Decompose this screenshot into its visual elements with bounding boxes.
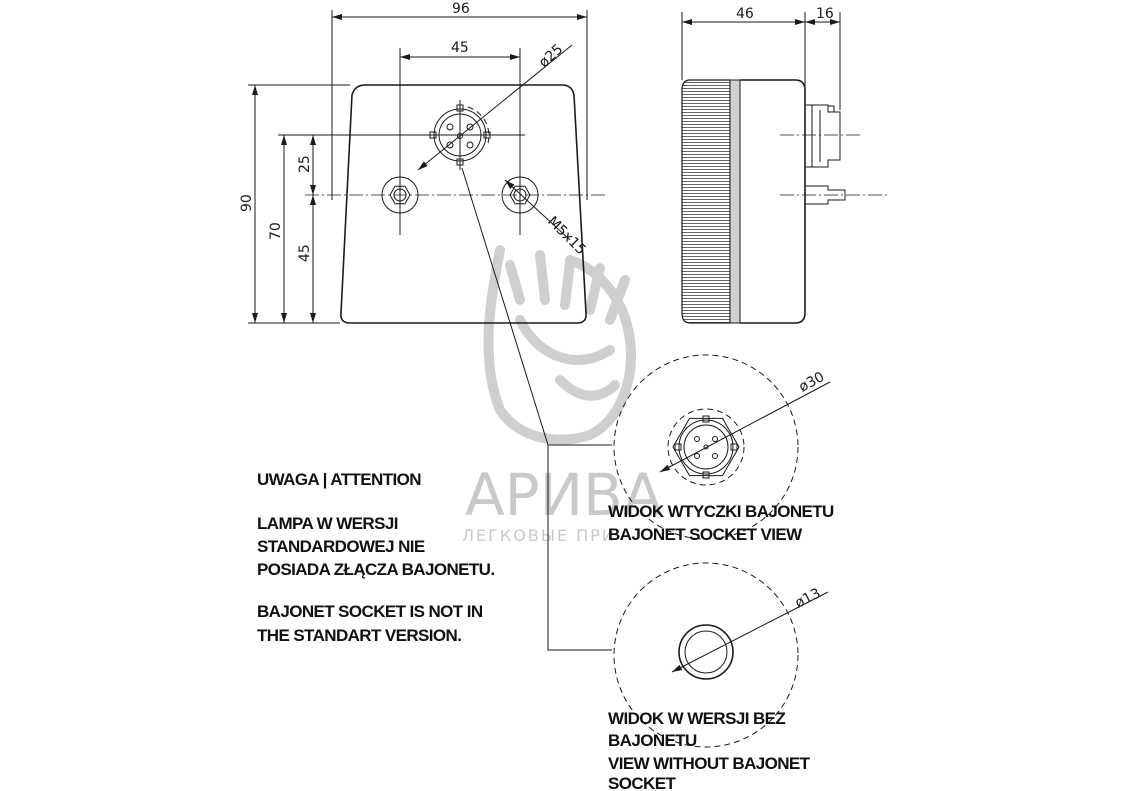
socket-view-caption: BAJONET SOCKET VIEW (608, 525, 803, 544)
note-pl-line: STANDARDOWEJ NIE (257, 537, 425, 556)
watermark-logo: АРИВА ЛЕГКОВЫЕ ПРИ (462, 245, 663, 545)
dim-height-70: 70 (268, 222, 284, 240)
note-en-line: THE STANDART VERSION. (257, 626, 461, 645)
note-pl-line: LAMPA W WERSJI (257, 514, 398, 533)
dim-width-96: 96 (452, 1, 470, 17)
watermark-tagline: ЛЕГКОВЫЕ ПРИ (462, 526, 616, 545)
dim-height-45: 45 (297, 244, 313, 262)
side-view: 46 16 (681, 6, 890, 324)
attention-note: UWAGA | ATTENTION LAMPA W WERSJI STANDAR… (257, 470, 495, 645)
dim-connector-diameter: ø25 (536, 41, 566, 71)
plain-view-caption: BAJONETU (608, 731, 697, 750)
lamp-body-outline (340, 84, 587, 324)
watermark-brand: АРИВА (465, 461, 663, 529)
bayonet-connector (429, 100, 491, 170)
note-pl-line: POSIADA ZŁĄCZA BAJONETU. (257, 560, 494, 579)
dim-hole-spacing-45: 45 (451, 40, 469, 56)
plain-view-caption: WIDOK W WERSJI BEZ (608, 709, 785, 728)
front-view: 96 45 90 70 25 45 ø25 (239, 1, 605, 324)
dim-detail-plain-diameter: ø13 (793, 585, 824, 611)
plain-view-caption: VIEW WITHOUT BAJONET (608, 754, 811, 773)
note-en-line: BAJONET SOCKET IS NOT IN (257, 602, 483, 621)
socket-view-caption: WIDOK WTYCZKI BAJONETU (608, 502, 834, 521)
detail-leader (461, 167, 612, 651)
detail-captions: WIDOK WTYCZKI BAJONETU BAJONET SOCKET VI… (608, 502, 835, 791)
mounting-nut-left (381, 176, 419, 214)
dim-height-90: 90 (239, 194, 255, 212)
plain-view-caption: SOCKET (608, 774, 676, 791)
mounting-nut-right (501, 176, 539, 214)
dim-depth-46: 46 (736, 6, 754, 22)
note-title: UWAGA | ATTENTION (257, 470, 421, 489)
dim-height-25: 25 (297, 155, 313, 173)
dim-socket-depth-16: 16 (816, 6, 834, 22)
